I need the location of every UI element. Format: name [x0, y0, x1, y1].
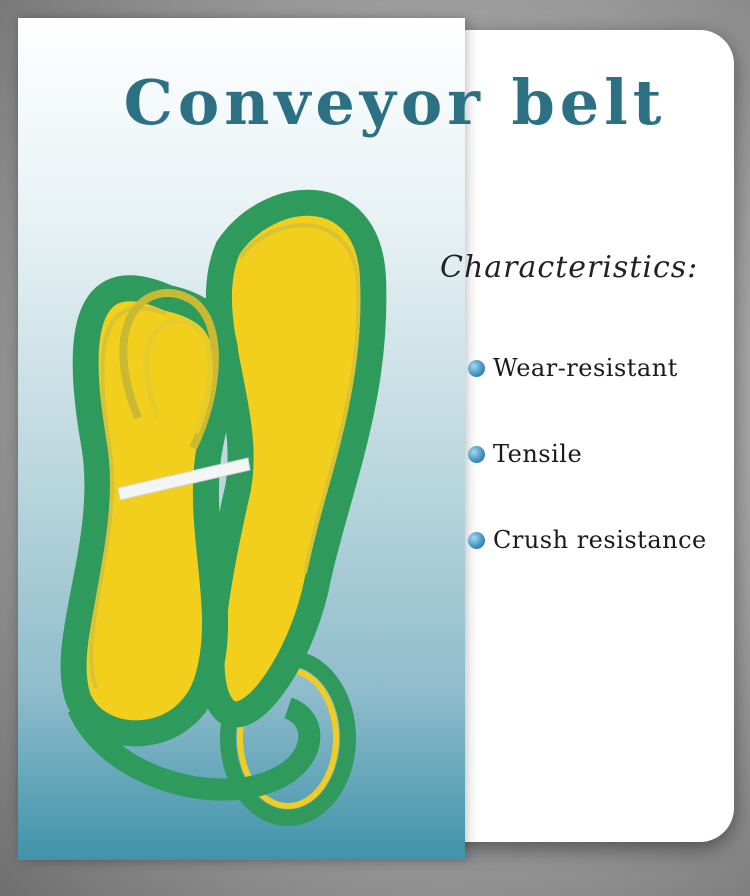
product-photo: [18, 18, 465, 860]
feature-label: Tensile: [493, 440, 583, 468]
feature-item-wear-resistant: Wear-resistant: [468, 354, 678, 382]
bullet-dot-icon: [468, 445, 485, 463]
feature-label: Crush resistance: [493, 526, 707, 554]
page-title: Conveyor belt: [123, 66, 667, 139]
feature-item-crush-resistance: Crush resistance: [468, 526, 707, 554]
feature-item-tensile: Tensile: [468, 440, 582, 468]
characteristics-heading: Characteristics:: [440, 250, 699, 285]
bullet-dot-icon: [468, 531, 485, 549]
feature-label: Wear-resistant: [493, 354, 678, 382]
bullet-dot-icon: [468, 359, 485, 377]
conveyor-belt-illustration: [60, 189, 387, 826]
